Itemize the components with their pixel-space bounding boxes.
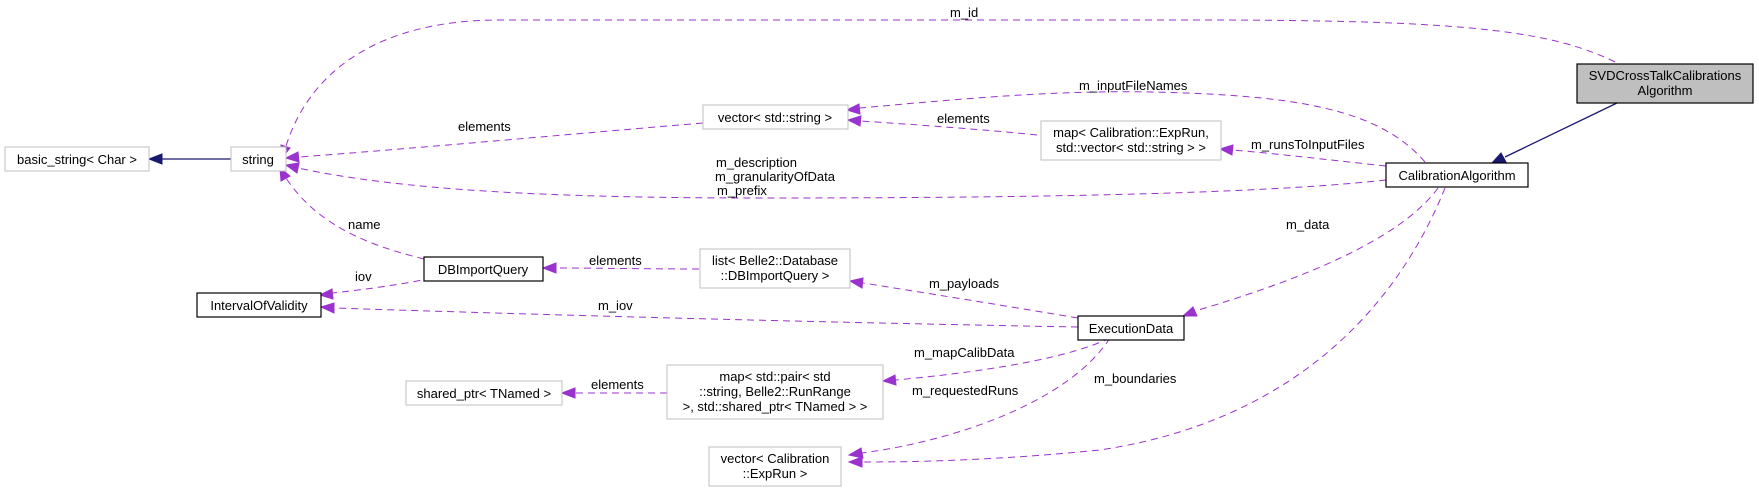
edge-label-m-boundaries: m_boundaries [1094,371,1177,386]
edge-m-requested-runs: m_requestedRuns [847,337,1111,459]
edge-iov: iov [318,269,433,300]
edge-label-m-payloads: m_payloads [929,276,1000,291]
edge-label-m-requested-runs: m_requestedRuns [912,383,1019,398]
node-label-map-pair-line2: ::string, Belle2::RunRange [699,384,851,399]
edge-inherit-calibration-algorithm [1490,102,1618,164]
edge-label-m-granularity: m_granularityOfData [715,169,836,184]
edge-inherit-basic-string [147,153,231,165]
edge-elements-map-vector: elements [846,111,1038,136]
node-vector-string[interactable]: vector< std::string > [702,104,849,130]
edge-label-m-prefix: m_prefix [717,183,767,198]
edge-label-name: name [348,217,381,232]
edge-label-elements-list: elements [589,253,642,268]
node-label-db-import-query: DBImportQuery [438,262,529,277]
edge-elements-shared: elements [560,377,667,399]
node-label-svd-algo-line2: Algorithm [1638,83,1693,98]
node-label-shared-ptr: shared_ptr< TNamed > [417,386,551,401]
edge-label-iov: iov [355,269,372,284]
node-label-execution-data: ExecutionData [1089,321,1174,336]
edge-m-iov: m_iov [319,298,1079,328]
edge-label-m-map-calib-data: m_mapCalibData [914,345,1015,360]
node-svd-cross-talk-calibrations-algorithm[interactable]: SVDCrossTalkCalibrations Algorithm [1576,63,1754,104]
node-execution-data[interactable]: ExecutionData [1077,315,1185,341]
edge-label-elements-map: elements [937,111,990,126]
edge-label-m-data: m_data [1286,217,1330,232]
edge-label-m-iov: m_iov [598,298,633,313]
edge-label-m-id: m_id [950,5,978,20]
node-label-map-pair-line3: >, std::shared_ptr< TNamed > > [683,399,868,414]
node-interval-of-validity[interactable]: IntervalOfValidity [196,292,322,318]
edge-label-m-description: m_description [716,155,797,170]
node-label-vector-exprun-line1: vector< Calibration [721,451,830,466]
edge-m-runs-to-input-files: m_runsToInputFiles [1218,137,1387,167]
node-list-dbimport-query[interactable]: list< Belle2::Database ::DBImportQuery > [699,248,851,289]
node-label-vector-exprun-line2: ::ExpRun > [743,466,808,481]
edge-m-payloads: m_payloads [848,276,1079,319]
node-basic-string[interactable]: basic_string< Char > [4,146,150,172]
node-label-interval-of-validity: IntervalOfValidity [210,298,308,313]
node-vector-exprun[interactable]: vector< Calibration ::ExpRun > [708,446,842,487]
node-calibration-algorithm[interactable]: CalibrationAlgorithm [1385,162,1529,188]
node-label-calibration-algorithm: CalibrationAlgorithm [1398,168,1515,183]
node-db-import-query[interactable]: DBImportQuery [423,256,544,282]
node-shared-ptr-tnamed[interactable]: shared_ptr< TNamed > [405,380,563,406]
node-label-basic-string: basic_string< Char > [17,152,137,167]
edge-m-boundaries: m_boundaries [847,187,1446,468]
node-label-svd-algo-line1: SVDCrossTalkCalibrations [1589,68,1742,83]
node-label-string: string [242,152,274,167]
node-label-map-exprun-line2: std::vector< std::string > > [1056,140,1206,155]
edge-name: name [279,166,425,260]
node-map-exprun[interactable]: map< Calibration::ExpRun, std::vector< s… [1040,120,1222,161]
node-label-map-exprun-line1: map< Calibration::ExpRun, [1053,125,1209,140]
node-label-list-line1: list< Belle2::Database [712,253,838,268]
edge-label-elements-vector: elements [458,119,511,134]
node-label-vector-string: vector< std::string > [718,110,832,125]
edge-m-description: m_description m_granularityOfData m_pref… [284,155,1387,199]
edge-m-input-file-names: m_inputFileNames [845,78,1426,163]
node-string[interactable]: string [230,146,287,172]
edge-label-m-runs-to-input-files: m_runsToInputFiles [1251,137,1365,152]
edge-label-m-input-file-names: m_inputFileNames [1079,78,1188,93]
edge-m-data: m_data [1181,187,1439,317]
node-label-list-line2: ::DBImportQuery > [721,268,830,283]
edge-label-elements-shared: elements [591,377,644,392]
node-map-pair[interactable]: map< std::pair< std ::string, Belle2::Ru… [666,364,884,420]
edge-elements-vector-string: elements [284,119,704,163]
edge-m-map-calib-data: m_mapCalibData [881,337,1111,386]
edge-elements-list: elements [541,253,700,274]
node-label-map-pair-line1: map< std::pair< std [719,369,830,384]
edge-m-id: m_id [280,5,1616,160]
